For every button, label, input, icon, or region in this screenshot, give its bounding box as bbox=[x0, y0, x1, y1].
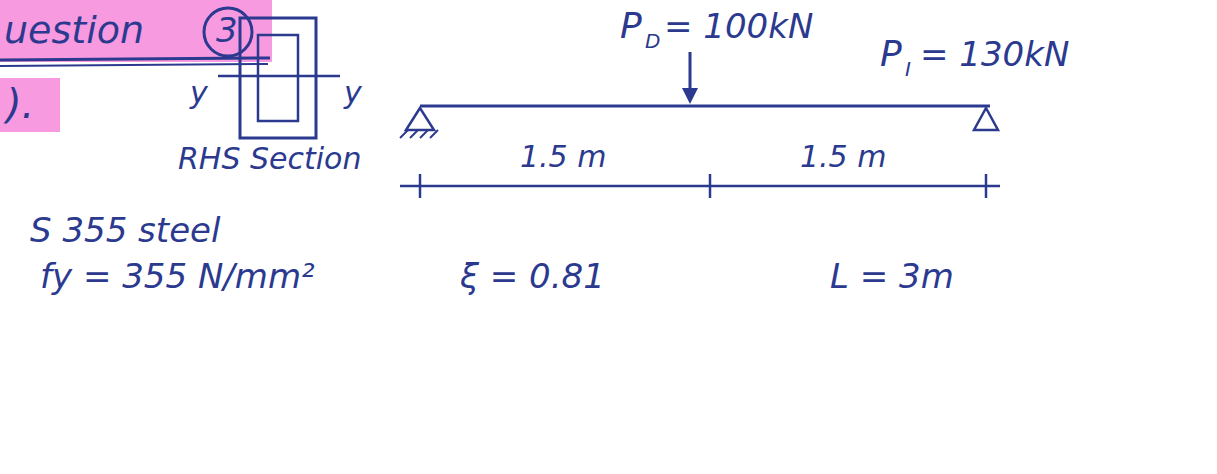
rhs-outer bbox=[240, 18, 316, 138]
roller-support bbox=[974, 108, 998, 130]
highlight bbox=[0, 0, 272, 62]
question-number: 3 bbox=[216, 12, 238, 49]
load-subscript: D bbox=[645, 30, 660, 52]
underline bbox=[0, 58, 270, 60]
heading: uestion bbox=[4, 10, 144, 52]
underline bbox=[0, 64, 268, 66]
material-label: S 355 steel bbox=[30, 212, 220, 249]
axis-label: y bbox=[344, 76, 362, 109]
beam-line bbox=[420, 105, 990, 108]
span-length: L = 3m bbox=[830, 258, 954, 295]
pin-support bbox=[406, 108, 434, 130]
dimension: 1.5 m bbox=[520, 140, 606, 173]
section-label: RHS Section bbox=[178, 142, 361, 175]
load-symbol: P bbox=[880, 34, 902, 74]
arrow-head bbox=[682, 88, 698, 104]
part-label: ). bbox=[6, 82, 34, 126]
axis-label: y bbox=[190, 76, 208, 109]
yield-strength: fy = 355 N/mm² bbox=[40, 258, 315, 295]
load-value: = 130kN bbox=[920, 36, 1069, 73]
load-value: = 100kN bbox=[664, 8, 813, 45]
load-symbol: P bbox=[620, 6, 642, 46]
dimension-line bbox=[400, 185, 1000, 188]
epsilon-value: ξ = 0.81 bbox=[460, 258, 605, 295]
highlight bbox=[0, 78, 60, 132]
rhs-inner bbox=[258, 35, 298, 121]
question-circle bbox=[204, 8, 252, 56]
dimension: 1.5 m bbox=[800, 140, 886, 173]
axis-line bbox=[218, 75, 340, 78]
load-subscript: I bbox=[905, 58, 911, 80]
